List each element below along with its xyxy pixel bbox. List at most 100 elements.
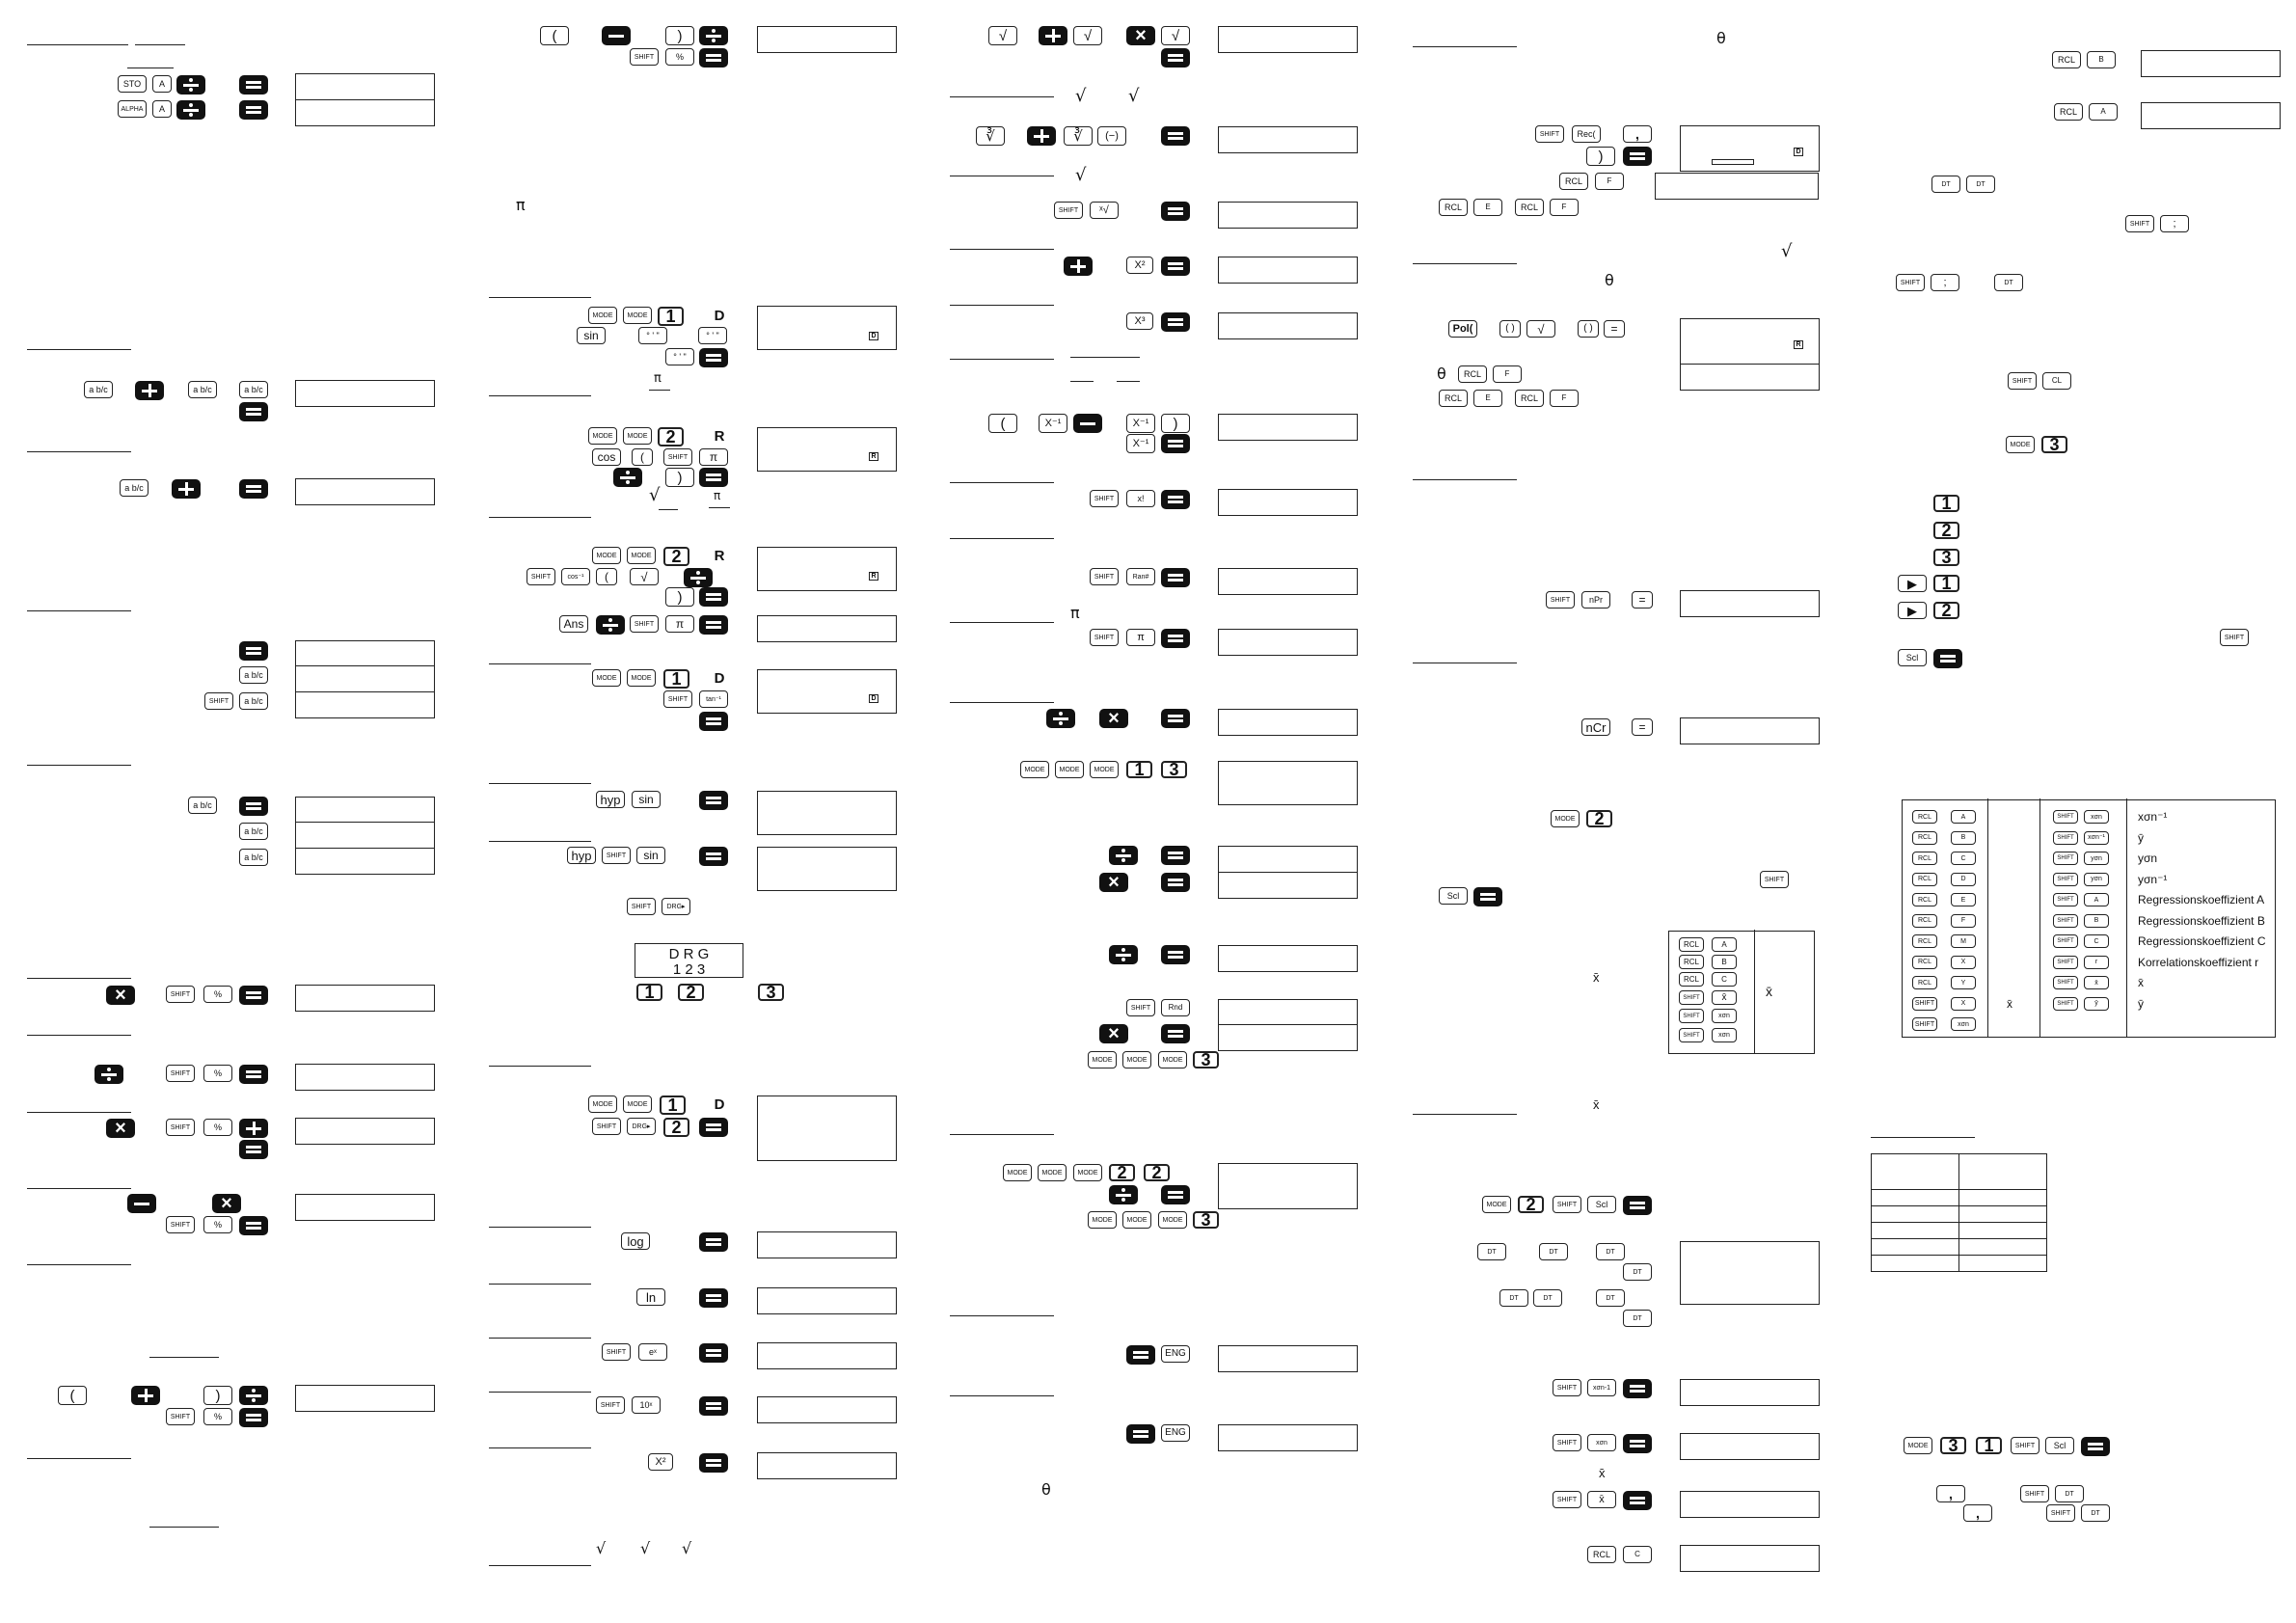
mode-key[interactable]: MODE xyxy=(1020,761,1049,778)
minus-key[interactable] xyxy=(602,26,631,45)
rec-key[interactable]: Rec( xyxy=(1572,125,1601,143)
multiply-key[interactable]: × xyxy=(106,1119,135,1138)
rcl-key[interactable]: RCL xyxy=(1679,955,1704,969)
shift-key[interactable]: SHIFT xyxy=(1912,996,1937,1011)
cos-key[interactable]: cos xyxy=(592,448,621,466)
shift-key[interactable]: SHIFT xyxy=(2053,934,2078,948)
c-key[interactable]: C xyxy=(1623,1546,1652,1563)
dt-key[interactable]: DT xyxy=(1994,274,2023,291)
shift-key[interactable]: SHIFT xyxy=(2053,955,2078,969)
sqrt-key[interactable]: √ xyxy=(630,568,659,585)
shift-key[interactable]: SHIFT xyxy=(2053,872,2078,886)
equals-key[interactable] xyxy=(239,1065,268,1084)
mode-key[interactable]: MODE xyxy=(1904,1437,1932,1454)
two-key[interactable]: 2 xyxy=(1933,602,1959,619)
percent-key[interactable]: % xyxy=(203,1216,232,1233)
x-squared-key[interactable]: X² xyxy=(1126,257,1153,274)
plus-key[interactable] xyxy=(1064,257,1093,276)
equals-key[interactable] xyxy=(1623,1434,1652,1453)
two-key[interactable]: 2 xyxy=(663,1118,689,1137)
xsn-key[interactable]: xσn xyxy=(1712,1009,1737,1023)
equals-key[interactable] xyxy=(1161,568,1190,587)
percent-key[interactable]: % xyxy=(203,1119,232,1136)
fraction-key[interactable]: a b/c xyxy=(239,381,268,398)
equals-key[interactable] xyxy=(1161,312,1190,332)
equals-key[interactable] xyxy=(2081,1437,2110,1456)
shift-key[interactable]: SHIFT xyxy=(2125,215,2154,232)
dt-key[interactable]: DT xyxy=(1596,1289,1625,1307)
open-paren-key[interactable]: ( xyxy=(58,1386,87,1405)
rcl-key[interactable]: RCL xyxy=(1679,937,1704,952)
plus-key[interactable] xyxy=(1027,126,1056,146)
mode-key[interactable]: MODE xyxy=(1122,1051,1151,1068)
shift-key[interactable]: SHIFT xyxy=(166,1216,195,1233)
equals-key[interactable] xyxy=(699,468,728,487)
alpha-key[interactable]: ALPHA xyxy=(118,100,147,118)
scl-key[interactable]: Scl xyxy=(1587,1196,1616,1213)
minus-key[interactable] xyxy=(1073,414,1102,433)
multiply-key[interactable]: × xyxy=(1099,709,1128,728)
equals-key[interactable] xyxy=(1161,202,1190,221)
dms-key[interactable]: ° ' " xyxy=(665,348,694,365)
fraction-key[interactable]: a b/c xyxy=(239,823,268,840)
f-key[interactable]: F xyxy=(1550,390,1579,407)
equals-key[interactable] xyxy=(699,1453,728,1473)
rcl-key[interactable]: RCL xyxy=(1912,913,1937,928)
dt-key[interactable]: DT xyxy=(1966,176,1995,193)
shift-key[interactable]: SHIFT xyxy=(1126,999,1155,1016)
close-paren-key[interactable]: ) xyxy=(1586,147,1615,166)
shift-key[interactable]: SHIFT xyxy=(166,1065,195,1082)
mode-key[interactable]: MODE xyxy=(1055,761,1084,778)
xsn-1-key[interactable]: xσn xyxy=(1712,1028,1737,1042)
memory-key[interactable]: X xyxy=(1951,996,1976,1011)
stat-key[interactable]: xσn xyxy=(2084,810,2109,824)
shift-key[interactable]: SHIFT xyxy=(1535,125,1564,143)
negative-key[interactable]: (−) xyxy=(1097,126,1126,146)
shift-key[interactable]: SHIFT xyxy=(2046,1504,2075,1522)
minus-key[interactable] xyxy=(127,1194,156,1213)
shift-key[interactable]: SHIFT xyxy=(2053,996,2078,1011)
shift-key[interactable]: SHIFT xyxy=(1553,1434,1581,1451)
x-inverse-key[interactable]: X⁻¹ xyxy=(1039,414,1067,433)
mode-key[interactable]: MODE xyxy=(1088,1051,1117,1068)
scl-key[interactable]: Scl xyxy=(2045,1437,2074,1454)
rcl-key[interactable]: RCL xyxy=(1912,830,1937,845)
shift-key[interactable]: SHIFT xyxy=(596,1396,625,1414)
one-key[interactable]: 1 xyxy=(1126,761,1152,778)
scl-key[interactable]: Scl xyxy=(1439,887,1468,905)
npr-key[interactable]: nPr xyxy=(1581,591,1610,609)
shift-key[interactable]: SHIFT xyxy=(663,690,692,708)
equals-key[interactable] xyxy=(239,1408,268,1427)
paren-key[interactable]: ( ) xyxy=(1499,320,1521,338)
two-key[interactable]: 2 xyxy=(658,427,684,446)
plus-key[interactable] xyxy=(172,479,201,499)
one-key[interactable]: 1 xyxy=(1933,575,1959,592)
three-key[interactable]: 3 xyxy=(1161,761,1187,778)
play-key[interactable]: ▶ xyxy=(1898,602,1927,619)
xsn-1-key[interactable]: xσn-1 xyxy=(1587,1379,1616,1396)
close-paren-key[interactable]: ) xyxy=(665,26,694,45)
mode-key[interactable]: MODE xyxy=(1088,1211,1117,1229)
shift-key[interactable]: SHIFT xyxy=(2053,976,2078,989)
ncr-key[interactable]: nCr xyxy=(1581,718,1610,736)
three-key[interactable]: 3 xyxy=(758,984,784,1001)
equals-key[interactable] xyxy=(1623,147,1652,166)
one-key[interactable]: 1 xyxy=(663,669,689,689)
sin-key[interactable]: sin xyxy=(632,791,661,808)
shift-key[interactable]: SHIFT xyxy=(1090,568,1119,585)
divide-key[interactable] xyxy=(176,100,205,120)
rcl-key[interactable]: RCL xyxy=(2054,103,2083,121)
f-key[interactable]: F xyxy=(1493,365,1522,383)
equals-key[interactable] xyxy=(699,1118,728,1137)
close-paren-key[interactable]: ) xyxy=(1161,414,1190,433)
stat-key[interactable]: yσn xyxy=(2084,852,2109,865)
sto-key[interactable]: STO xyxy=(118,75,147,93)
divide-key[interactable] xyxy=(596,615,625,635)
dt-key[interactable]: DT xyxy=(2081,1504,2110,1522)
shift-key[interactable]: SHIFT xyxy=(602,1343,631,1361)
equals-key[interactable] xyxy=(1161,709,1190,728)
divide-key[interactable] xyxy=(684,568,713,587)
one-key[interactable]: 1 xyxy=(660,1096,686,1115)
multiply-key[interactable]: × xyxy=(106,986,135,1005)
pol-key[interactable]: Pol( xyxy=(1448,320,1477,338)
